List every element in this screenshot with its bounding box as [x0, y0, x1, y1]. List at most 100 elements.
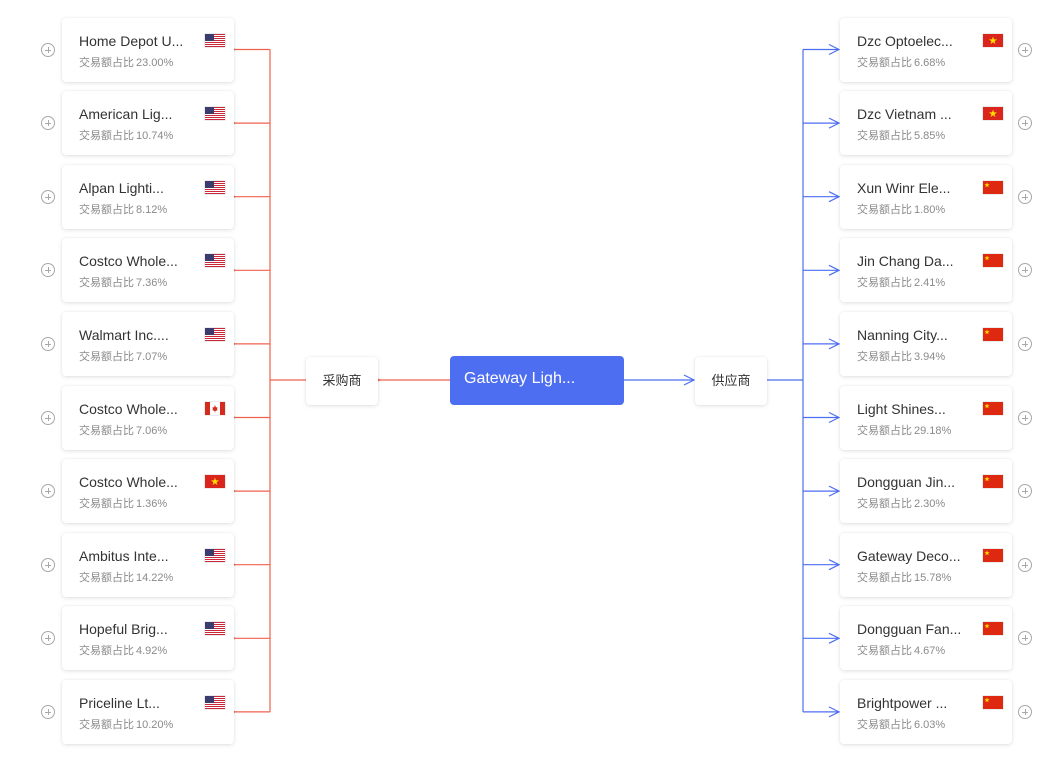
share-label: 交易额占比 [857, 645, 912, 658]
share-label: 交易额占比 [857, 424, 912, 437]
supplier-expand-icon[interactable] [1018, 484, 1032, 499]
flag-cn-icon [983, 401, 1003, 415]
supplier-expand-icon[interactable] [1018, 410, 1032, 425]
buyer-expand-icon[interactable] [41, 116, 55, 131]
supplier-group-label: 供应商 [711, 373, 751, 388]
supplier-group-node[interactable]: 供应商 [695, 357, 767, 405]
flag-cn-icon [983, 622, 1003, 636]
share-label: 交易额占比 [79, 350, 134, 363]
flag-vn-icon [983, 33, 1003, 47]
share-value: 7.07% [136, 350, 168, 363]
supplier-expand-icon[interactable] [1018, 263, 1032, 278]
buyer-name: Walmart Inc.... [79, 326, 169, 343]
share-label: 交易额占比 [857, 277, 912, 290]
buyer-connectors [235, 50, 450, 712]
buyer-name: Hopeful Brig... [79, 621, 168, 638]
share-value: 1.80% [914, 203, 946, 216]
supplier-name: Dzc Optoelec... [857, 32, 953, 49]
buyer-expand-icon[interactable] [41, 631, 55, 646]
buyer-group-node[interactable]: 采购商 [306, 357, 378, 405]
share-label: 交易额占比 [79, 203, 134, 216]
supplier-name: Dongguan Fan... [857, 621, 962, 638]
buyer-name: Costco Whole... [79, 400, 178, 417]
flag-us-icon [205, 695, 225, 709]
share-value: 6.68% [914, 56, 946, 69]
flag-cn-icon [983, 475, 1003, 489]
supplier-expand-icon[interactable] [1018, 189, 1032, 204]
buyer-name: Costco Whole... [79, 474, 178, 491]
share-label: 交易额占比 [79, 130, 134, 143]
supplier-expand-icon[interactable] [1018, 631, 1032, 646]
share-value: 6.03% [914, 718, 946, 731]
flag-us-icon [205, 180, 225, 194]
buyer-expand-icon[interactable] [41, 42, 55, 57]
company-node[interactable]: Gateway Ligh... [450, 356, 624, 405]
share-label: 交易额占比 [79, 571, 134, 584]
buyer-expand-icon[interactable] [41, 704, 55, 719]
supplier-name: Xun Winr Ele... [857, 179, 951, 196]
share-label: 交易额占比 [857, 571, 912, 584]
supplier-expand-icon[interactable] [1018, 704, 1032, 719]
buyer-name: Costco Whole... [79, 253, 178, 270]
share-value: 7.06% [136, 424, 168, 437]
flag-us-icon [205, 254, 225, 268]
supplier-name: Jin Chang Da... [857, 253, 954, 270]
flag-cn-icon [983, 548, 1003, 562]
buyer-expand-icon[interactable] [41, 189, 55, 204]
supplier-expand-icon[interactable] [1018, 116, 1032, 131]
share-value: 10.20% [136, 718, 174, 731]
supplier-expand-icon[interactable] [1018, 42, 1032, 57]
share-label: 交易额占比 [79, 424, 134, 437]
supplier-name: Dongguan Jin... [857, 474, 956, 491]
share-label: 交易额占比 [79, 645, 134, 658]
supplier-expand-icon[interactable] [1018, 336, 1032, 351]
share-label: 交易额占比 [79, 277, 134, 290]
supplier-expand-icon[interactable] [1018, 557, 1032, 572]
buyer-expand-icon[interactable] [41, 263, 55, 278]
flag-cn-icon [983, 327, 1003, 341]
share-value: 2.41% [914, 277, 946, 290]
share-value: 8.12% [136, 203, 168, 216]
buyer-name: Alpan Lighti... [79, 179, 164, 196]
buyer-expand-icon[interactable] [41, 410, 55, 425]
flag-cn-icon [983, 254, 1003, 268]
buyer-expand-icon[interactable] [41, 336, 55, 351]
supplier-name: Dzc Vietnam ... [857, 106, 952, 123]
share-value: 23.00% [136, 56, 174, 69]
share-value: 10.74% [136, 130, 174, 143]
buyer-expand-icon[interactable] [41, 484, 55, 499]
buyer-expand-icon[interactable] [41, 557, 55, 572]
share-label: 交易额占比 [857, 130, 912, 143]
share-label: 交易额占比 [79, 498, 134, 511]
share-value: 29.18% [914, 424, 952, 437]
